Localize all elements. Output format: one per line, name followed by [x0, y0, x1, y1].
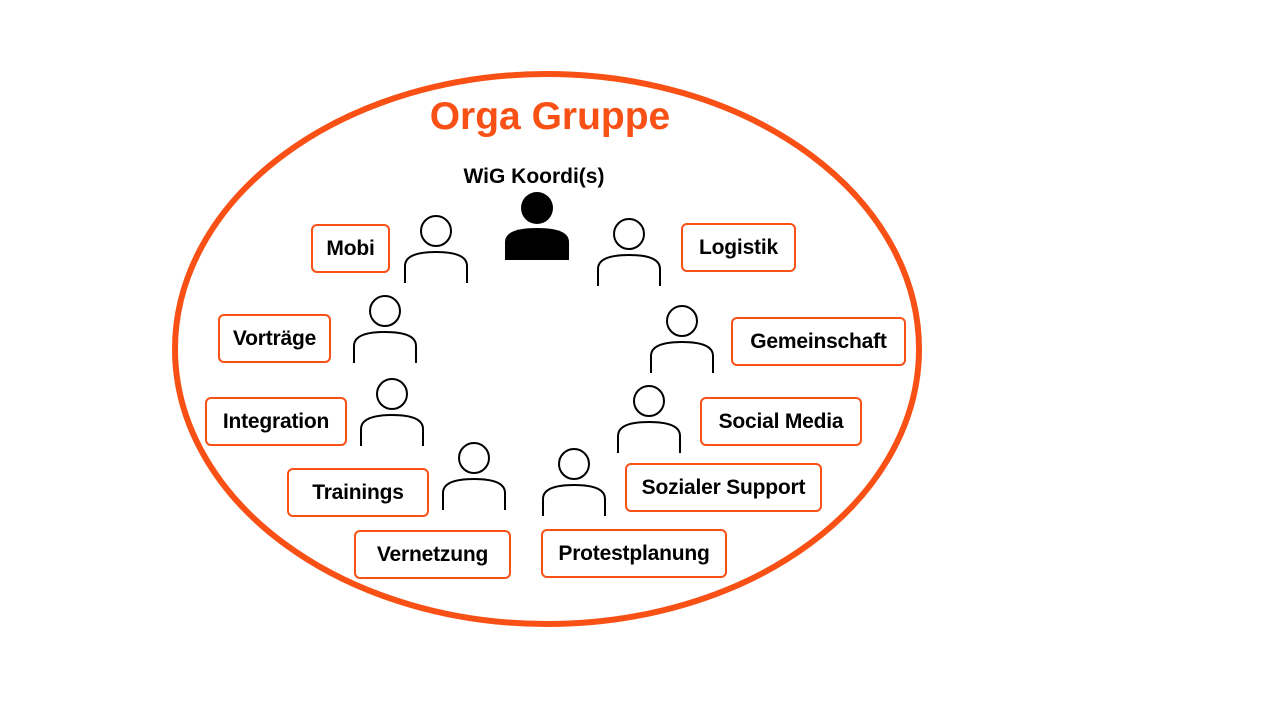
diagram-title: Orga Gruppe	[429, 95, 671, 138]
role-box-protestplanung: Protestplanung	[541, 529, 727, 578]
role-box-vernetzung: Vernetzung	[354, 530, 511, 579]
member-person-icon	[650, 305, 714, 373]
member-person-icon	[442, 442, 506, 510]
role-box-social-media: Social Media	[700, 397, 862, 446]
role-box-gemeinschaft: Gemeinschaft	[731, 317, 906, 366]
member-person-icon	[404, 215, 468, 283]
member-person-icon	[542, 448, 606, 516]
role-box-logistik: Logistik	[681, 223, 796, 272]
role-box-sozialer-support: Sozialer Support	[625, 463, 822, 512]
role-box-trainings: Trainings	[287, 468, 429, 517]
member-person-icon	[360, 378, 424, 446]
member-person-icon	[617, 385, 681, 453]
group-ellipse	[172, 71, 922, 627]
coordinator-label: WiG Koordi(s)	[463, 165, 605, 188]
member-person-icon	[353, 295, 417, 363]
member-person-icon	[597, 218, 661, 286]
role-box-vortraege: Vorträge	[218, 314, 331, 363]
role-box-integration: Integration	[205, 397, 347, 446]
coordinator-person-icon	[505, 192, 569, 260]
role-box-mobi: Mobi	[311, 224, 390, 273]
